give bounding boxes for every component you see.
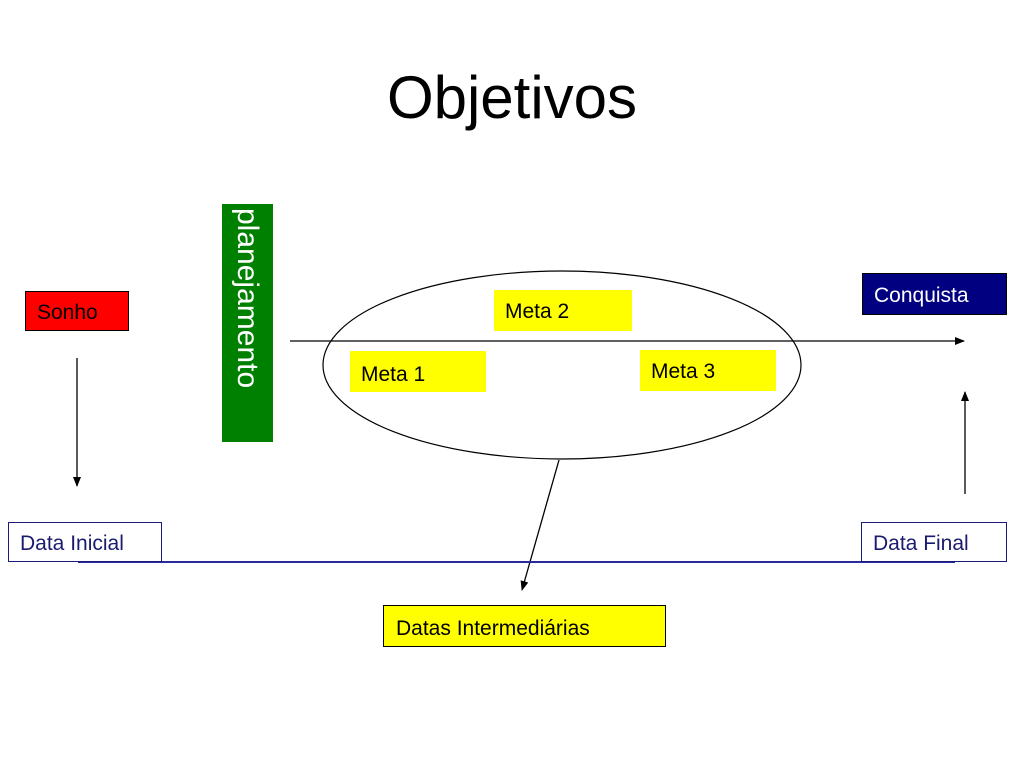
data-final-box: Data Final — [861, 522, 1007, 562]
meta-3-box: Meta 3 — [640, 350, 776, 391]
page-title: Objetivos — [386, 64, 638, 131]
sonho-box: Sonho — [25, 291, 129, 331]
ellipse-to-intermediate-arrow — [520, 459, 560, 591]
meta-2-box: Meta 2 — [494, 290, 632, 331]
meta-1-box: Meta 1 — [350, 351, 486, 392]
planejamento-bar: planejamento — [222, 204, 273, 442]
planejamento-label: planejamento — [231, 208, 264, 389]
conquista-box: Conquista — [862, 273, 1007, 315]
data-inicial-box: Data Inicial — [8, 522, 162, 562]
goals-ellipse — [322, 270, 802, 460]
datas-intermediarias-box: Datas Intermediárias — [383, 605, 666, 647]
